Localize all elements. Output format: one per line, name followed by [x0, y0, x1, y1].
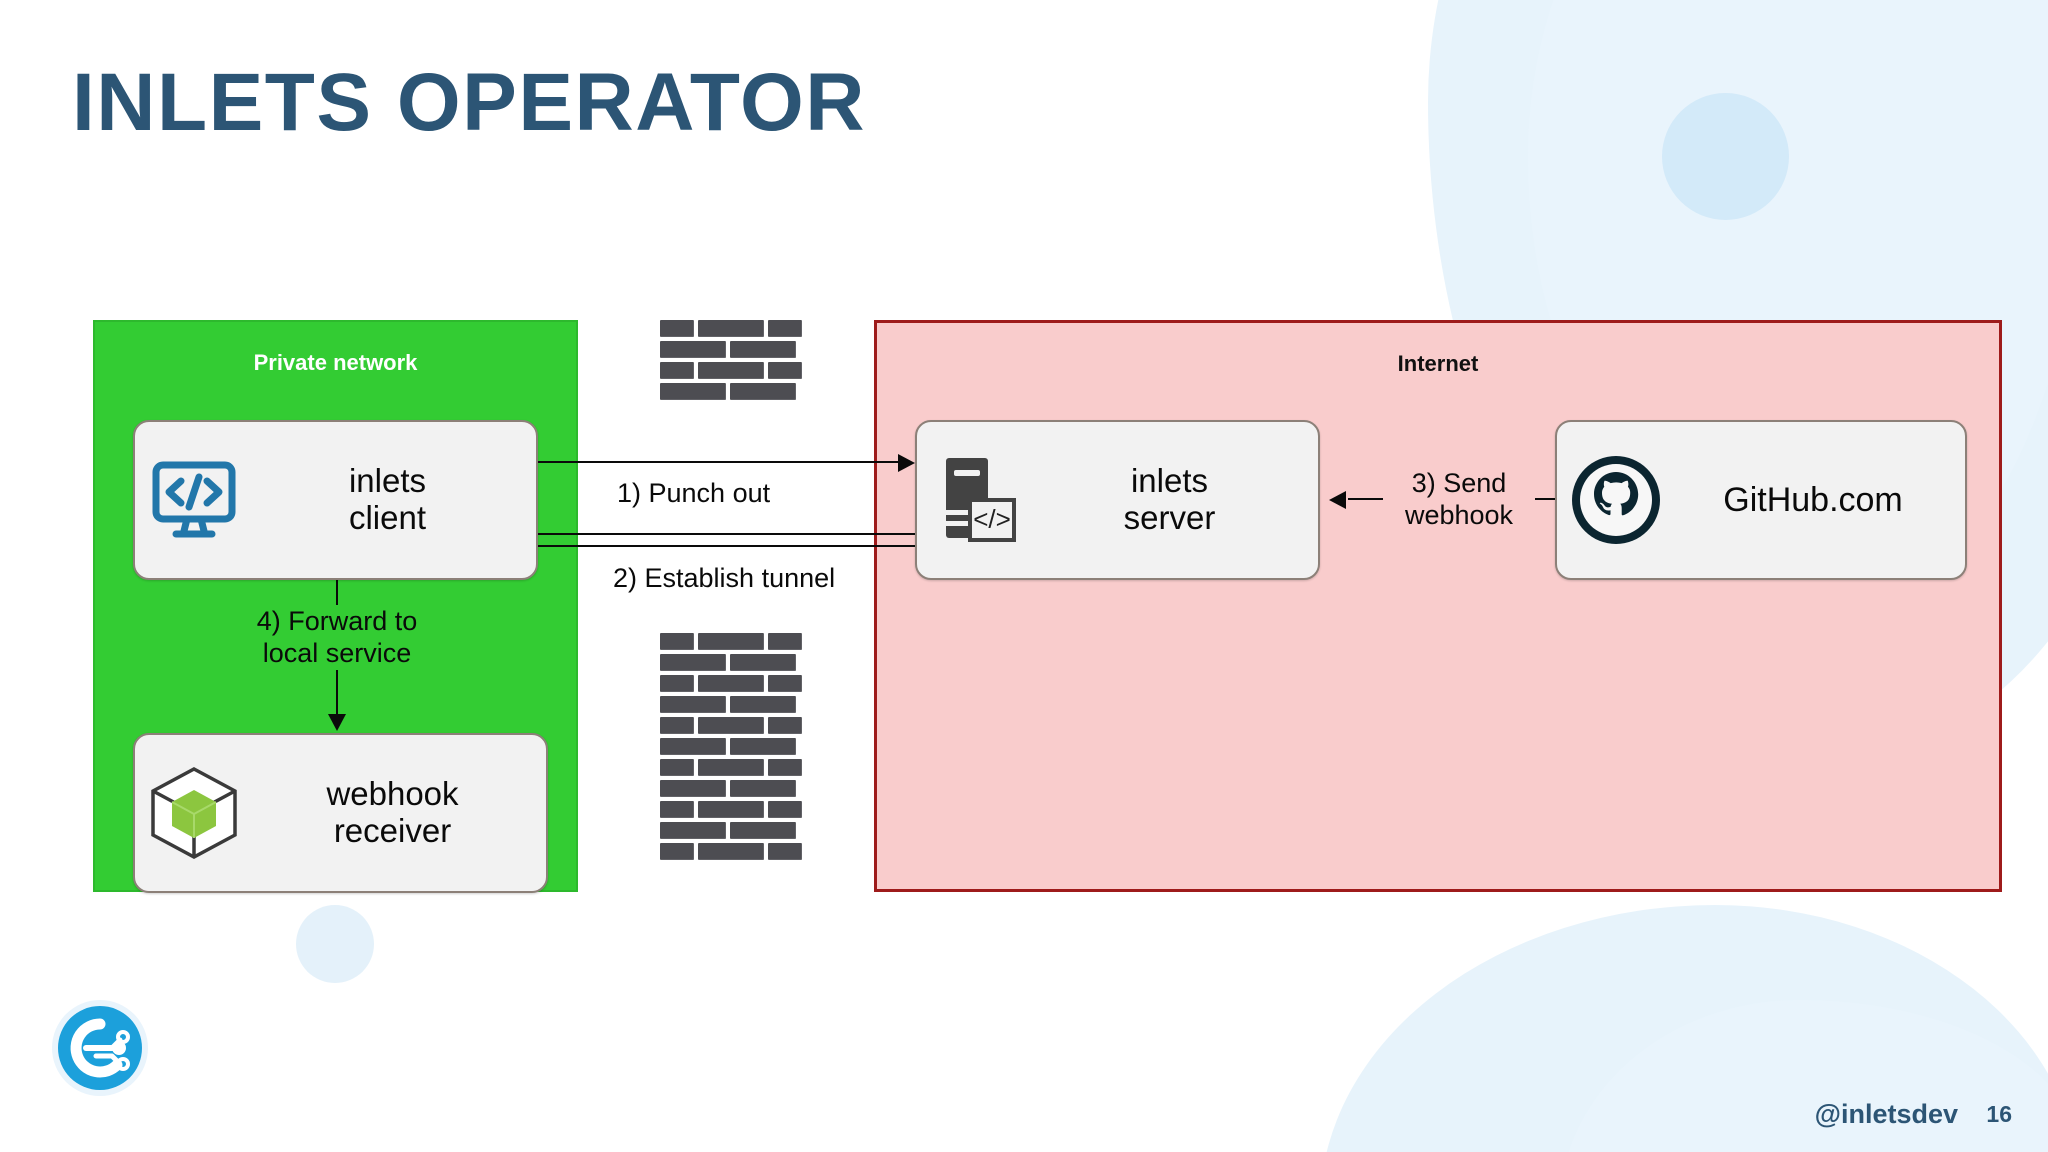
node-webhook-receiver-label: webhook receiver	[326, 775, 459, 849]
svg-text:</>: </>	[973, 504, 1011, 534]
brick	[660, 822, 726, 839]
brick	[698, 759, 764, 776]
brick	[730, 383, 796, 400]
brick-row	[660, 320, 806, 337]
brick	[660, 633, 694, 650]
node-webhook-receiver[interactable]: webhook receiver	[133, 733, 548, 893]
brick	[660, 801, 694, 818]
brick	[730, 738, 796, 755]
brick	[660, 341, 726, 358]
brick	[660, 759, 694, 776]
brick-row	[660, 780, 806, 797]
edge-send-webhook-arrowhead	[1329, 491, 1346, 509]
brick-row	[660, 843, 806, 860]
github-octocat-icon	[1557, 452, 1675, 548]
monitor-code-icon	[135, 461, 253, 539]
brick	[698, 717, 764, 734]
edge-forward-local-arrowhead	[328, 714, 346, 731]
brick-row	[660, 759, 806, 776]
node-inlets-server-label: inlets server	[1123, 462, 1216, 536]
edge-punch-out-arrowhead	[898, 454, 915, 472]
edge-forward-local-label: 4) Forward to local service	[247, 605, 427, 670]
edge-punch-out-label: 1) Punch out	[612, 477, 776, 510]
brick	[660, 780, 726, 797]
brick	[768, 843, 802, 860]
brick	[660, 738, 726, 755]
brick	[698, 362, 764, 379]
brick	[698, 633, 764, 650]
brick	[730, 654, 796, 671]
edge-establish-tunnel-line-b	[538, 545, 919, 547]
brick	[660, 320, 694, 337]
brick	[730, 341, 796, 358]
brick-row	[660, 675, 806, 692]
edge-send-webhook-label: 3) Send webhook	[1383, 467, 1535, 532]
brick-row	[660, 738, 806, 755]
brick	[660, 362, 694, 379]
brick	[660, 843, 694, 860]
brick	[660, 383, 726, 400]
edge-establish-tunnel-line-a	[538, 533, 919, 535]
brick	[768, 801, 802, 818]
brick	[660, 675, 694, 692]
brick-row	[660, 822, 806, 839]
brick	[660, 696, 726, 713]
brick	[698, 675, 764, 692]
brick	[698, 801, 764, 818]
brick	[768, 320, 802, 337]
brick-row	[660, 341, 806, 358]
brick	[698, 843, 764, 860]
firewall-top	[660, 320, 806, 404]
brick	[768, 362, 802, 379]
server-code-icon: </>	[917, 454, 1035, 546]
footer-handle: @inletsdev	[1814, 1099, 1958, 1129]
brick	[768, 717, 802, 734]
brick-row	[660, 383, 806, 400]
node-inlets-client-label: inlets client	[348, 462, 427, 536]
edge-establish-tunnel-label: 2) Establish tunnel	[608, 562, 841, 595]
node-inlets-client[interactable]: inlets client	[133, 420, 538, 580]
node-inlets-server[interactable]: </> inlets server	[915, 420, 1320, 580]
brick	[768, 759, 802, 776]
brick	[660, 654, 726, 671]
firewall-bottom	[660, 633, 806, 864]
brick	[730, 780, 796, 797]
node-github[interactable]: GitHub.com	[1555, 420, 1967, 580]
zone-internet: Internet	[874, 320, 2002, 892]
brick	[730, 696, 796, 713]
footer-page-number: 16	[1986, 1101, 2012, 1127]
brick-row	[660, 633, 806, 650]
brick-row	[660, 654, 806, 671]
brick	[698, 320, 764, 337]
zone-private-network-label: Private network	[253, 350, 418, 375]
node-github-label: GitHub.com	[1723, 480, 1903, 519]
zone-internet-label: Internet	[1397, 351, 1479, 376]
brick	[660, 717, 694, 734]
brick-row	[660, 717, 806, 734]
page-title: INLETS OPERATOR	[72, 57, 866, 148]
brick	[768, 675, 802, 692]
brick-row	[660, 801, 806, 818]
package-cube-icon	[135, 765, 253, 861]
brick-row	[660, 362, 806, 379]
brick-row	[660, 696, 806, 713]
brick	[730, 822, 796, 839]
inlets-logo-icon	[52, 1000, 148, 1096]
edge-punch-out-line	[538, 461, 908, 463]
brick	[768, 633, 802, 650]
